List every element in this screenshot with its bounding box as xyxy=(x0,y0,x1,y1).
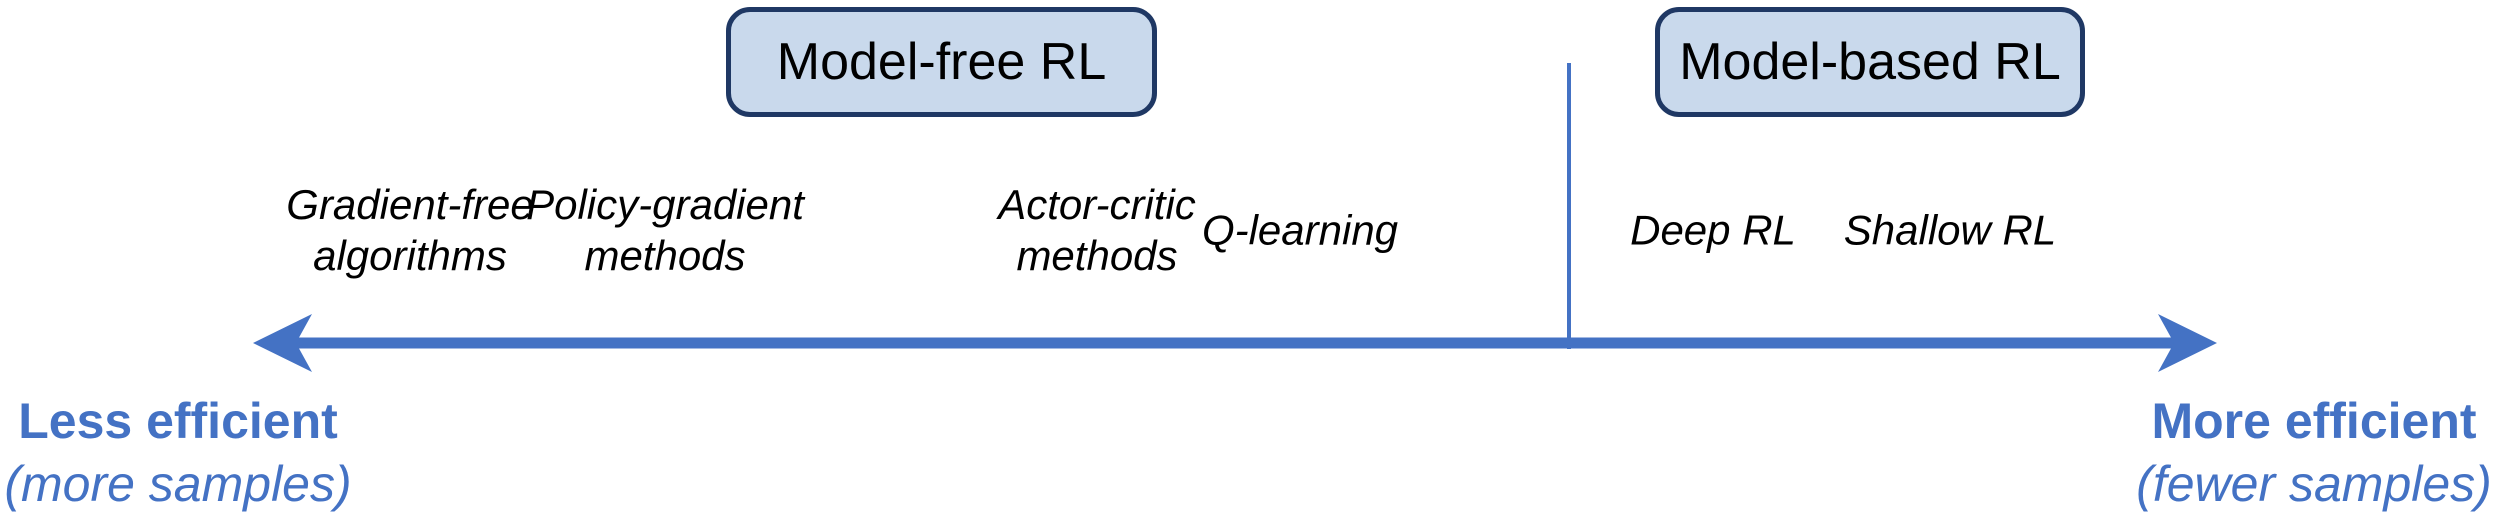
model-free-rl-box: Model-free RL xyxy=(726,7,1157,117)
model-free-rl-label: Model-free RL xyxy=(776,33,1107,91)
method-label-shallow-rl: Shallow RL xyxy=(1843,206,2057,254)
method-label-deep-rl: Deep RL xyxy=(1630,206,1796,254)
more-efficient-title: More efficient xyxy=(2151,393,2477,449)
less-efficient-caption: Less efficient (more samples) xyxy=(0,390,364,516)
left-arrowhead-icon xyxy=(253,314,312,372)
more-efficient-caption: More efficient (fewer samples) xyxy=(2124,390,2496,516)
method-label-policy-gradient-methods: Policy-gradient methods xyxy=(526,180,804,279)
less-efficient-subtitle: (more samples) xyxy=(4,456,352,512)
model-based-rl-label: Model-based RL xyxy=(1679,33,2061,91)
right-arrowhead-icon xyxy=(2158,314,2217,372)
method-label-actor-critic-methods: Actor-critic methods xyxy=(998,180,1196,279)
model-based-rl-box: Model-based RL xyxy=(1655,7,2085,117)
method-label-q-learning: Q-learning xyxy=(1201,206,1399,254)
less-efficient-title: Less efficient xyxy=(18,393,338,449)
more-efficient-subtitle: (fewer samples) xyxy=(2136,456,2492,512)
method-label-gradient-free-algorithms: Gradient-free algorithms xyxy=(286,180,534,279)
